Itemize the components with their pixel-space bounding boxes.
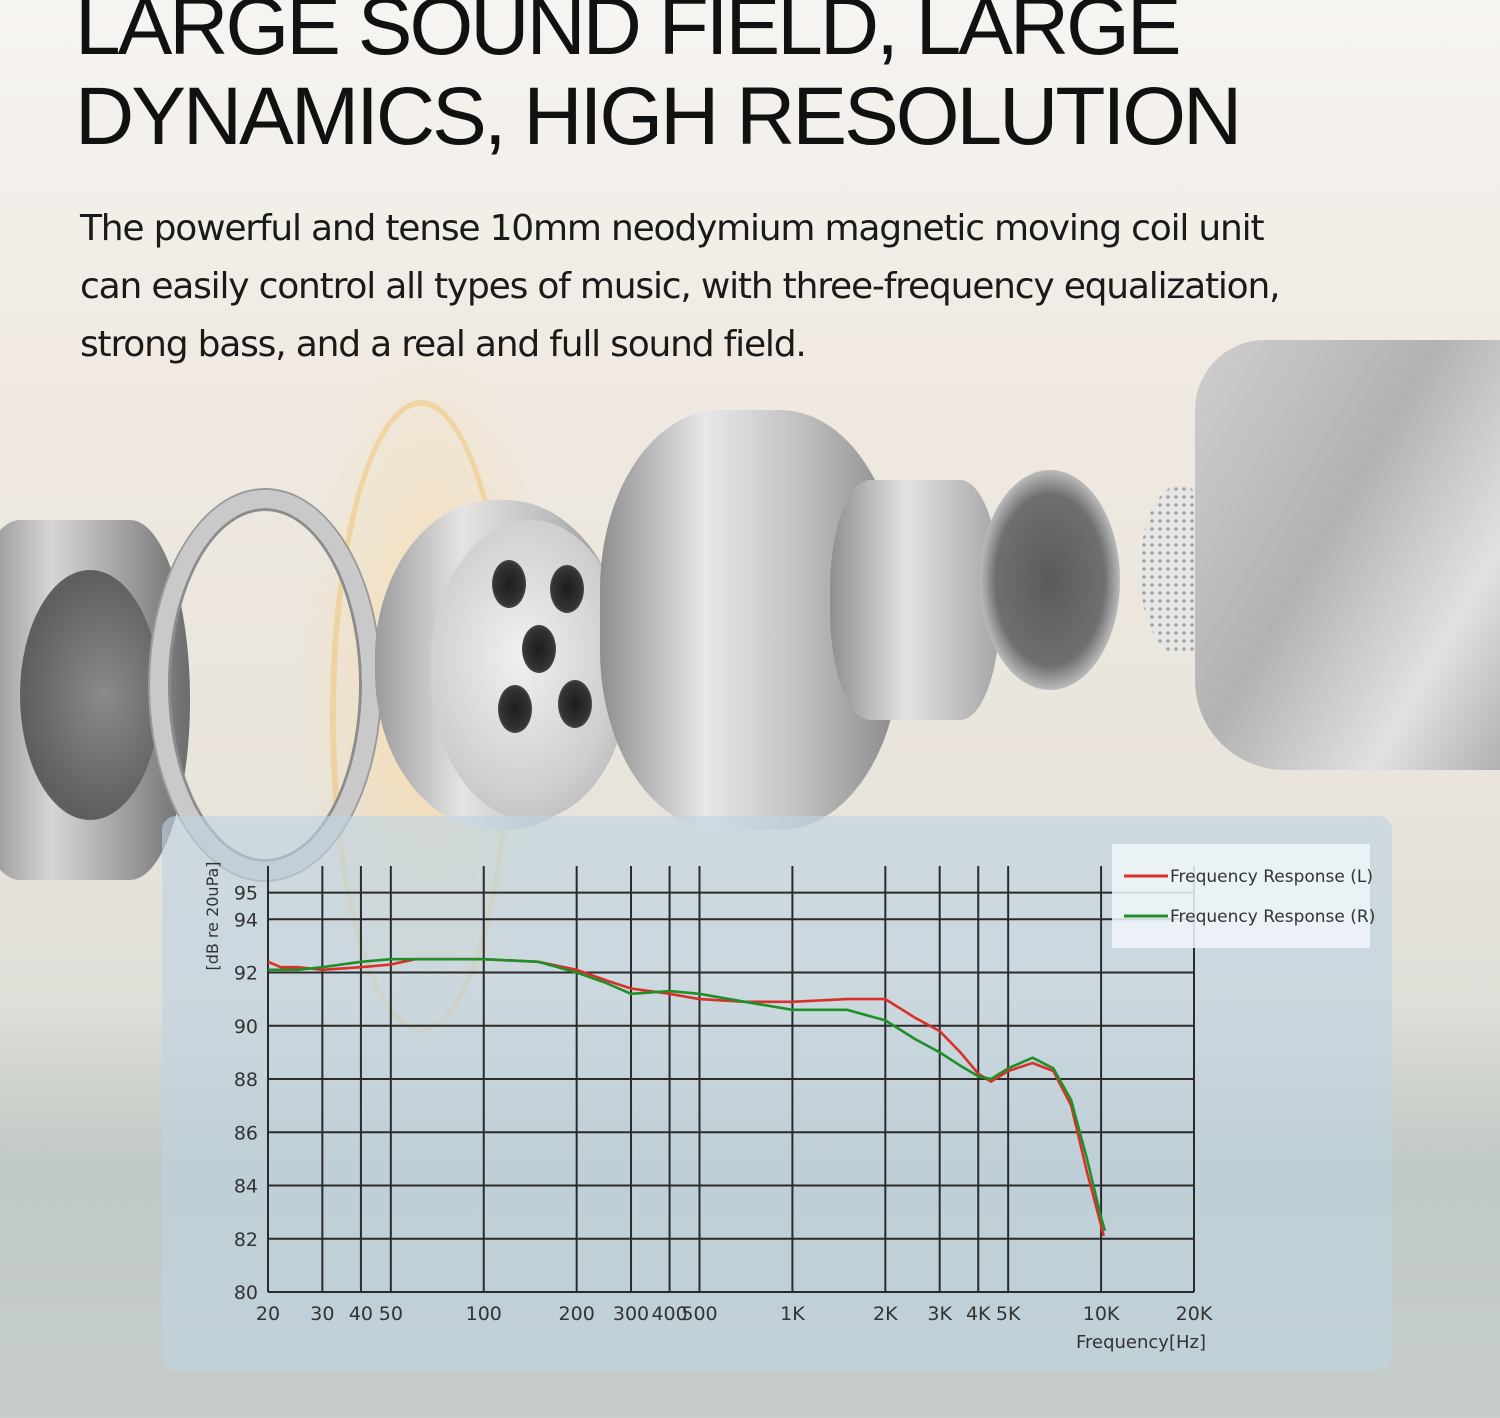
x-tick-label: 200 <box>559 1303 595 1325</box>
x-tick-label: 10K <box>1083 1303 1120 1325</box>
y-tick-label: 94 <box>234 909 258 931</box>
legend-label: Frequency Response (L) <box>1170 867 1373 887</box>
driver-vent-hole <box>522 625 556 673</box>
x-tick-label: 30 <box>310 1303 334 1325</box>
x-tick-label: 20 <box>256 1303 280 1325</box>
y-tick-label: 92 <box>234 963 258 985</box>
ear-tip-image <box>1195 340 1500 770</box>
description-line-1: The powerful and tense 10mm neodymium ma… <box>80 208 1265 249</box>
x-tick-label: 400 <box>651 1303 687 1325</box>
legend-label: Frequency Response (R) <box>1170 907 1375 927</box>
x-tick-label: 40 <box>349 1303 373 1325</box>
driver-face-image <box>430 520 630 820</box>
y-tick-label: 80 <box>234 1282 258 1304</box>
headline: LARGE SOUND FIELD, LARGE DYNAMICS, HIGH … <box>75 0 1375 162</box>
y-tick-label: 88 <box>234 1069 258 1091</box>
x-tick-label: 100 <box>466 1303 502 1325</box>
y-axis-label: [dB re 20uPa] <box>203 861 222 970</box>
x-tick-label: 20K <box>1176 1303 1213 1325</box>
product-description: The powerful and tense 10mm neodymium ma… <box>80 200 1480 374</box>
x-tick-label: 1K <box>780 1303 805 1325</box>
legend-box <box>1112 844 1370 948</box>
x-tick-label: 50 <box>379 1303 403 1325</box>
rear-housing-cavity <box>20 570 160 820</box>
y-tick-label: 90 <box>234 1016 258 1038</box>
y-tick-label: 86 <box>234 1122 258 1144</box>
description-line-2: can easily control all types of music, w… <box>80 266 1281 307</box>
x-tick-label: 4K <box>966 1303 991 1325</box>
nozzle-opening-image <box>980 470 1120 690</box>
y-tick-label: 84 <box>234 1176 258 1198</box>
x-tick-label: 3K <box>927 1303 952 1325</box>
description-line-3: strong bass, and a real and full sound f… <box>80 324 807 365</box>
y-tick-label: 95 <box>234 883 258 905</box>
headline-line-1: LARGE SOUND FIELD, LARGE <box>75 0 1182 72</box>
driver-vent-hole <box>492 560 526 608</box>
y-tick-label: 82 <box>234 1229 258 1251</box>
x-tick-label: 5K <box>996 1303 1021 1325</box>
series-line <box>268 957 1107 1232</box>
driver-vent-hole <box>558 680 592 728</box>
nozzle-image <box>830 480 1000 720</box>
x-tick-label: 300 <box>613 1303 649 1325</box>
x-tick-label: 2K <box>873 1303 898 1325</box>
x-axis-label: Frequency[Hz] <box>1076 1332 1206 1353</box>
driver-vent-hole <box>498 685 532 733</box>
x-tick-label: 500 <box>681 1303 717 1325</box>
headline-line-2: DYNAMICS, HIGH RESOLUTION <box>75 71 1242 162</box>
driver-vent-hole <box>550 565 584 613</box>
